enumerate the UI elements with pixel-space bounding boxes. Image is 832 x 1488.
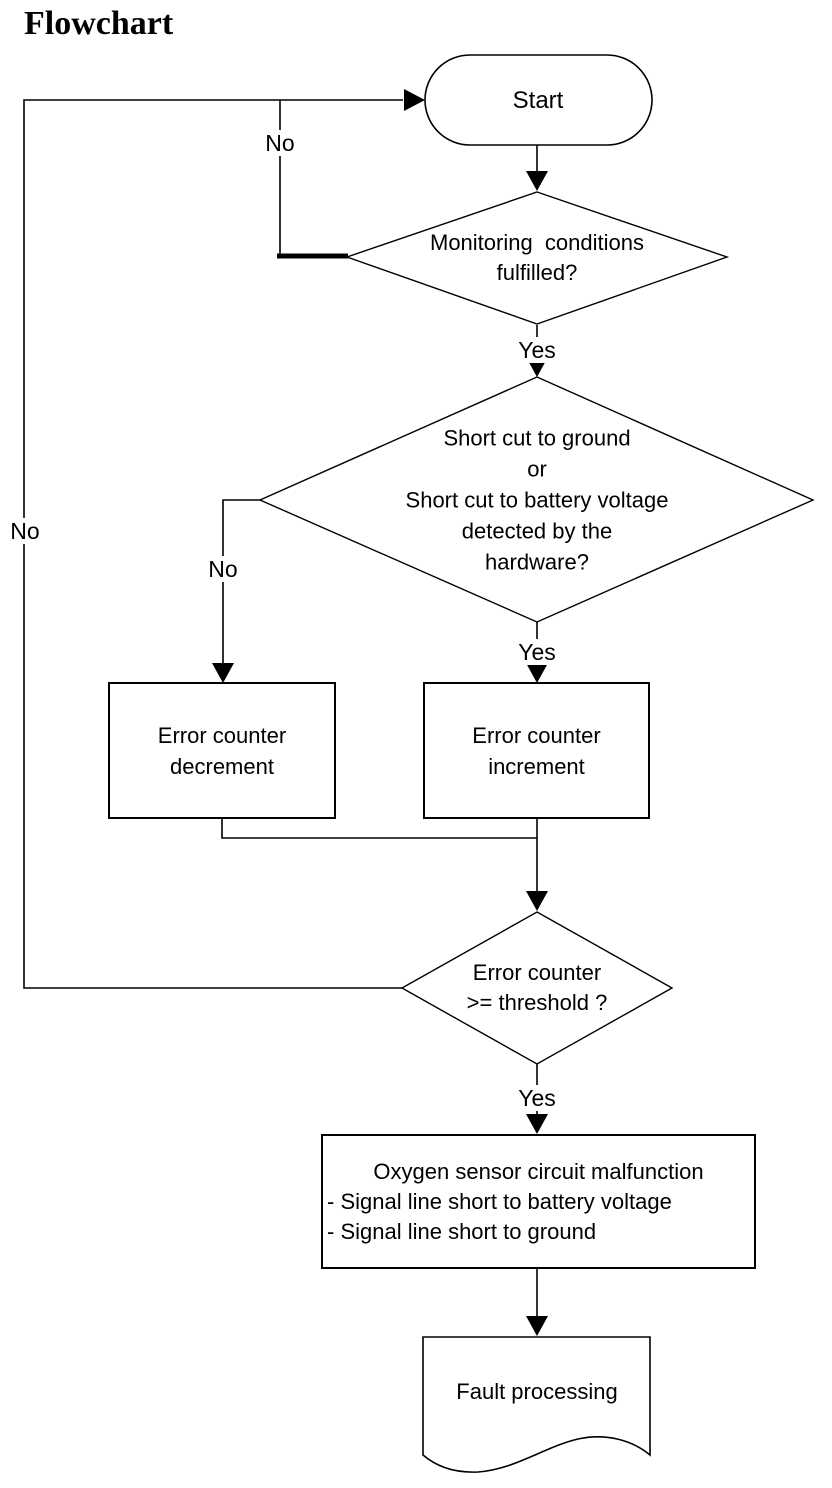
connector-decrement-merge bbox=[221, 818, 537, 839]
decision-short-cut-shape bbox=[258, 376, 815, 623]
decision-monitoring-shape bbox=[344, 191, 730, 325]
arrowhead-into-monitoring bbox=[526, 171, 548, 191]
process-decrement-label: Error counter decrement bbox=[157, 722, 287, 779]
arrowhead-into-fault bbox=[526, 1316, 548, 1336]
edge-label-monitoring-yes: Yes bbox=[514, 337, 560, 363]
process-increment-shape bbox=[423, 682, 650, 819]
connector-shortcut-no bbox=[222, 499, 260, 666]
connector-threshold-no-loop bbox=[23, 99, 403, 989]
document-fault-processing-shape bbox=[422, 1336, 651, 1473]
arrowhead-into-malfunction bbox=[526, 1114, 548, 1134]
decision-monitoring-label: Monitoring conditions fulfilled? bbox=[429, 230, 645, 285]
edge-label-monitoring-no: No bbox=[261, 130, 299, 156]
process-malfunction-shape bbox=[321, 1134, 756, 1269]
arrowhead-into-decrement bbox=[212, 663, 234, 683]
malfunction-bullet-ground: - Signal line short to ground bbox=[327, 1218, 597, 1244]
fault-processing-label: Fault processing bbox=[456, 1379, 618, 1404]
start-terminator-shape bbox=[424, 54, 653, 146]
process-increment-label: Error counter increment bbox=[472, 722, 601, 779]
start-label: Start bbox=[512, 87, 564, 114]
process-decrement-shape bbox=[108, 682, 336, 819]
arrowhead-into-increment bbox=[526, 663, 548, 683]
arrowhead-into-threshold bbox=[526, 891, 548, 911]
process-malfunction-label: Oxygen sensor circuit malfunction - Sign… bbox=[322, 1135, 755, 1268]
page-title: Flowchart bbox=[24, 5, 174, 42]
edge-label-threshold-yes: Yes bbox=[514, 1085, 560, 1111]
decision-threshold-shape bbox=[400, 911, 674, 1065]
decision-short-cut-label: Short cut to ground or Short cut to batt… bbox=[405, 425, 669, 575]
edge-label-short-cut-yes: Yes bbox=[514, 639, 560, 665]
edge-label-threshold-no: No bbox=[6, 518, 44, 544]
edge-label-short-cut-no: No bbox=[204, 556, 242, 582]
arrowhead-into-start bbox=[404, 89, 425, 111]
malfunction-title-line: Oxygen sensor circuit malfunction bbox=[373, 1158, 704, 1184]
malfunction-bullet-battery: - Signal line short to battery voltage bbox=[327, 1188, 672, 1214]
decision-threshold-label: Error counter >= threshold ? bbox=[466, 960, 608, 1015]
